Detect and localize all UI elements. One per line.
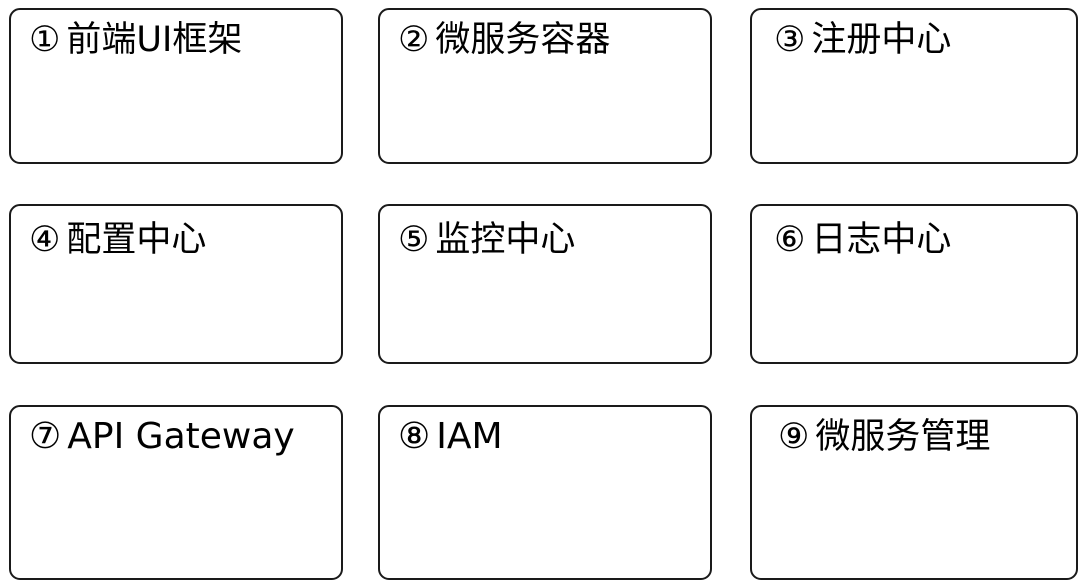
card-6-text: 日志中心: [811, 220, 952, 260]
card-9-marker: ⑨: [778, 417, 810, 457]
card-2-marker: ②: [398, 20, 430, 60]
card-4-text: 配置中心: [66, 220, 207, 260]
card-5-text: 监控中心: [435, 220, 576, 260]
card-1-marker: ①: [29, 20, 61, 60]
card-3-marker: ③: [774, 20, 806, 60]
card-4-marker: ④: [29, 220, 61, 260]
card-1-text: 前端UI框架: [66, 20, 243, 60]
card-7-text: API Gateway: [67, 416, 295, 457]
card-7-marker: ⑦: [29, 416, 62, 457]
card-8-text: IAM: [436, 416, 503, 457]
card-5-marker: ⑤: [398, 220, 430, 260]
card-9-text: 微服务管理: [815, 417, 991, 457]
card-8-marker: ⑧: [398, 416, 431, 457]
card-3-text: 注册中心: [811, 20, 952, 60]
card-6-marker: ⑥: [774, 220, 806, 260]
card-2-text: 微服务容器: [435, 20, 611, 60]
